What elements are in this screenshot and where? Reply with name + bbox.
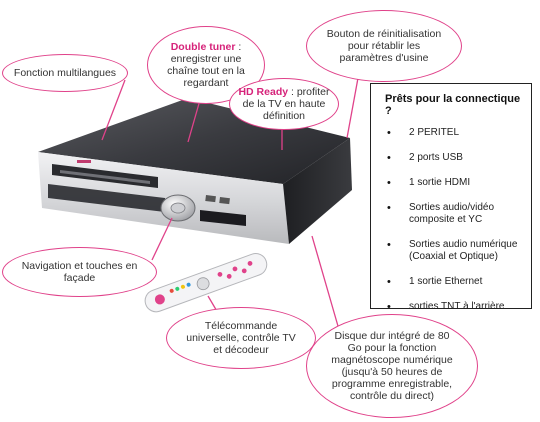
callout-text: Disque dur intégré de 80 Go pour la fonc… xyxy=(331,330,453,402)
callout-reset-button: Bouton de réinitialisation pour rétablir… xyxy=(306,10,462,82)
callout-navigation: Navigation et touches en façade xyxy=(2,247,157,297)
list-item: Sorties audio/vidéo composite et YC xyxy=(385,202,523,226)
callout-multilangues: Fonction multilangues xyxy=(2,54,128,92)
list-item: Sorties audio numérique (Coaxial et Opti… xyxy=(385,239,523,263)
callout-text: HD Ready : profiter de la TV en haute dé… xyxy=(238,86,330,122)
callout-text: Télécommande universelle, contrôle TV et… xyxy=(186,320,296,356)
connectique-title: Prêts pour la connectique ? xyxy=(385,93,521,117)
callout-text: Double tuner : enregistrer une chaîne to… xyxy=(158,41,254,89)
connectique-panel: Prêts pour la connectique ? 2 PERITEL 2 … xyxy=(370,83,532,313)
callout-highlight: HD Ready xyxy=(238,86,289,98)
callout-body: : enregistrer une chaîne tout en la rega… xyxy=(167,41,245,89)
callout-text: Navigation et touches en façade xyxy=(21,260,138,284)
list-item: 1 sortie Ethernet xyxy=(385,276,523,288)
list-item: 1 sortie HDMI xyxy=(385,177,523,189)
callout-disque-dur: Disque dur intégré de 80 Go pour la fonc… xyxy=(306,314,478,418)
callout-body: : profiter de la TV en haute définition xyxy=(242,86,330,122)
remote-control-icon xyxy=(144,253,268,313)
callout-highlight: Double tuner xyxy=(170,41,236,53)
callout-telecommande: Télécommande universelle, contrôle TV et… xyxy=(166,307,316,369)
list-item: sorties TNT à l'arrière xyxy=(385,301,523,313)
list-item: 2 ports USB xyxy=(385,152,523,164)
list-item: 2 PERITEL xyxy=(385,127,523,139)
callout-hd-ready: HD Ready : profiter de la TV en haute dé… xyxy=(229,78,339,130)
callout-text: Bouton de réinitialisation pour rétablir… xyxy=(326,28,442,64)
callout-text: Fonction multilangues xyxy=(13,67,117,79)
connectique-list: 2 PERITEL 2 ports USB 1 sortie HDMI Sort… xyxy=(385,127,523,313)
leader-lines xyxy=(101,77,359,341)
